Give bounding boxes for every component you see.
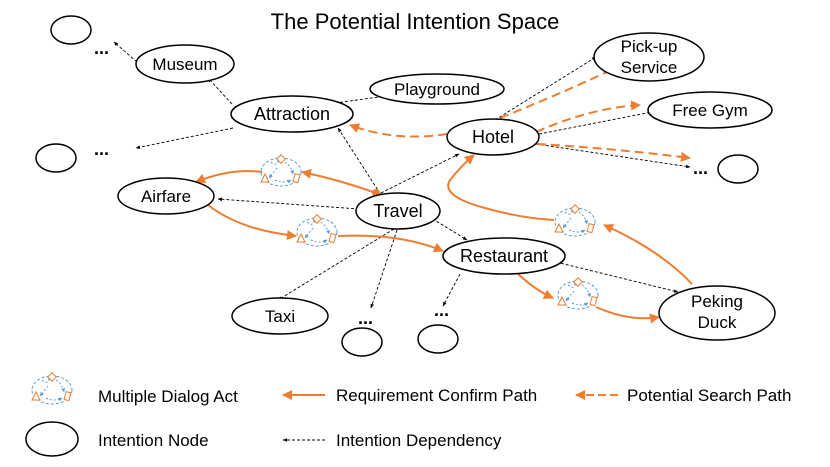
legend-intention-node-icon: [25, 421, 79, 457]
node-airfare: Airfare: [117, 177, 215, 215]
svg-text:Pick-up: Pick-up: [621, 37, 678, 56]
svg-text:Taxi: Taxi: [265, 307, 295, 326]
node-peking-duck: Peking Duck: [658, 285, 776, 341]
ellipsis: ...: [693, 158, 708, 178]
requirement-confirm-edges: [195, 154, 693, 324]
dialog-act-icon: [555, 205, 595, 236]
svg-text:Attraction: Attraction: [254, 104, 330, 124]
dialog-act-icon: [558, 278, 598, 309]
svg-text:Playground: Playground: [394, 80, 480, 99]
legend-intention-node: Intention Node: [98, 431, 209, 450]
empty-node: [717, 154, 759, 184]
dialog-act-icon: [261, 155, 301, 186]
svg-text:Service: Service: [621, 58, 678, 77]
svg-text:Restaurant: Restaurant: [460, 246, 548, 266]
dialog-act-icon: [297, 215, 337, 246]
svg-text:Museum: Museum: [152, 55, 217, 74]
empty-node: [35, 143, 77, 173]
diagram-title: The Potential Intention Space: [271, 9, 560, 34]
node-hotel: Hotel: [446, 118, 540, 156]
node-taxi: Taxi: [231, 297, 329, 335]
node-playground: Playground: [369, 73, 505, 105]
svg-text:Free Gym: Free Gym: [672, 101, 748, 120]
legend-potential-search-path: Potential Search Path: [627, 386, 791, 405]
legend: Multiple Dialog Act Requirement Confirm …: [25, 373, 791, 457]
legend-multiple-dialog-act: Multiple Dialog Act: [98, 387, 238, 406]
node-travel: Travel: [355, 192, 441, 230]
legend-requirement-confirm-path: Requirement Confirm Path: [336, 386, 537, 405]
node-pickup-service: Pick-up Service: [593, 32, 705, 82]
ellipsis: ...: [358, 308, 373, 328]
legend-dialog-act-icon: [32, 373, 72, 404]
svg-text:Airfare: Airfare: [141, 187, 191, 206]
svg-text:Hotel: Hotel: [472, 127, 514, 147]
svg-text:Travel: Travel: [373, 201, 422, 221]
node-restaurant: Restaurant: [442, 237, 566, 275]
ellipsis: ...: [94, 38, 109, 58]
node-museum: Museum: [135, 44, 235, 84]
svg-text:Duck: Duck: [698, 313, 737, 332]
empty-node: [417, 324, 459, 354]
legend-intention-dependency: Intention Dependency: [336, 431, 502, 450]
svg-text:Peking: Peking: [691, 292, 743, 311]
empty-node: [50, 15, 92, 45]
ellipsis: ...: [94, 139, 109, 159]
node-attraction: Attraction: [230, 95, 354, 133]
ellipsis: ...: [434, 300, 449, 320]
node-free-gym: Free Gym: [647, 91, 773, 129]
empty-node: [341, 327, 383, 357]
potential-search-edges: [349, 61, 691, 162]
